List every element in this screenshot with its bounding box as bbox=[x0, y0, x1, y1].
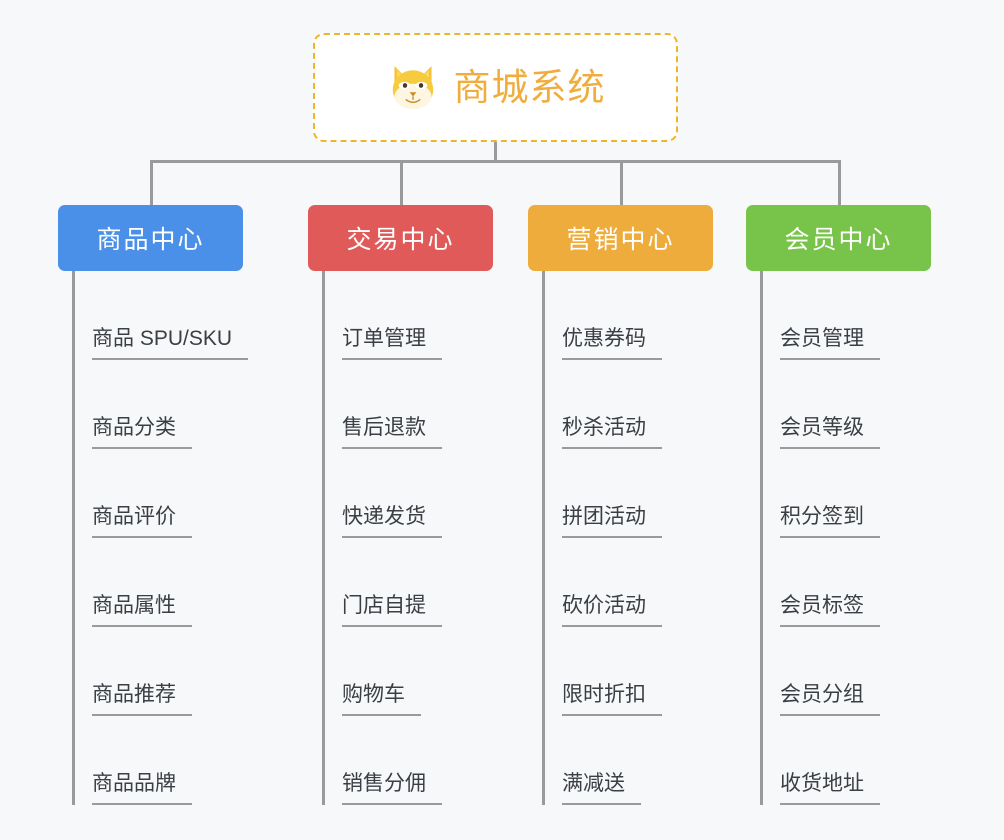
leaf-item[interactable]: 拼团活动 bbox=[545, 449, 772, 538]
leaf-item[interactable]: 商品评价 bbox=[75, 449, 302, 538]
leaf-label: 销售分佣 bbox=[342, 771, 442, 805]
leaf-item[interactable]: 限时折扣 bbox=[545, 627, 772, 716]
connector-drop-branch-4 bbox=[838, 160, 841, 206]
leaf-item[interactable]: 收货地址 bbox=[763, 716, 990, 805]
leaf-label: 售后退款 bbox=[342, 415, 442, 449]
leaf-label: 门店自提 bbox=[342, 593, 442, 627]
leaf-item[interactable]: 满减送 bbox=[545, 716, 772, 805]
leaf-label: 满减送 bbox=[562, 771, 641, 805]
leaf-item[interactable]: 商品分类 bbox=[75, 360, 302, 449]
connector-root-stem bbox=[494, 142, 497, 163]
leaf-item[interactable]: 商品属性 bbox=[75, 538, 302, 627]
leaf-label: 优惠券码 bbox=[562, 326, 662, 360]
branch-header-4[interactable]: 会员中心 bbox=[746, 205, 931, 271]
leaf-label: 商品评价 bbox=[92, 504, 192, 538]
leaf-label: 会员分组 bbox=[780, 682, 880, 716]
root-node-shop-system[interactable]: 商城系统 bbox=[313, 33, 678, 142]
leaf-label: 拼团活动 bbox=[562, 504, 662, 538]
branch-header-3[interactable]: 营销中心 bbox=[528, 205, 713, 271]
root-node-title: 商城系统 bbox=[453, 67, 606, 108]
leaf-item[interactable]: 订单管理 bbox=[325, 271, 552, 360]
leaf-label: 会员等级 bbox=[780, 415, 880, 449]
leaf-label: 商品分类 bbox=[92, 415, 192, 449]
leaf-item[interactable]: 售后退款 bbox=[325, 360, 552, 449]
leaf-item[interactable]: 会员标签 bbox=[763, 538, 990, 627]
branch-header-label: 会员中心 bbox=[784, 226, 893, 254]
leaf-label: 商品属性 bbox=[92, 593, 192, 627]
leaf-label: 砍价活动 bbox=[562, 593, 662, 627]
leaf-item[interactable]: 商品 SPU/SKU bbox=[75, 271, 302, 360]
leaf-label: 积分签到 bbox=[780, 504, 880, 538]
branch-header-2[interactable]: 交易中心 bbox=[308, 205, 493, 271]
leaf-item[interactable]: 商品推荐 bbox=[75, 627, 302, 716]
leaf-label: 商品 SPU/SKU bbox=[92, 326, 249, 360]
branch-column-3: 优惠券码 秒杀活动 拼团活动 砍价活动 限时折扣 满减送 bbox=[542, 271, 772, 805]
leaf-label: 限时折扣 bbox=[562, 682, 662, 716]
leaf-item[interactable]: 砍价活动 bbox=[545, 538, 772, 627]
branch-header-label: 交易中心 bbox=[346, 226, 455, 254]
connector-drop-branch-3 bbox=[620, 160, 623, 206]
leaf-item[interactable]: 快递发货 bbox=[325, 449, 552, 538]
leaf-item[interactable]: 积分签到 bbox=[763, 449, 990, 538]
branch-header-1[interactable]: 商品中心 bbox=[58, 205, 243, 271]
leaf-label: 商品推荐 bbox=[92, 682, 192, 716]
leaf-item[interactable]: 秒杀活动 bbox=[545, 360, 772, 449]
leaf-label: 订单管理 bbox=[342, 326, 442, 360]
branch-column-2: 订单管理 售后退款 快递发货 门店自提 购物车 销售分佣 bbox=[322, 271, 552, 805]
connector-drop-branch-2 bbox=[400, 160, 403, 206]
leaf-item[interactable]: 门店自提 bbox=[325, 538, 552, 627]
branch-column-1: 商品 SPU/SKU 商品分类 商品评价 商品属性 商品推荐 商品品牌 bbox=[72, 271, 302, 805]
shiba-dog-icon bbox=[392, 65, 433, 111]
branch-header-label: 商品中心 bbox=[96, 226, 205, 254]
leaf-item[interactable]: 会员分组 bbox=[763, 627, 990, 716]
leaf-label: 秒杀活动 bbox=[562, 415, 662, 449]
leaf-item[interactable]: 优惠券码 bbox=[545, 271, 772, 360]
leaf-label: 会员标签 bbox=[780, 593, 880, 627]
branch-header-label: 营销中心 bbox=[566, 226, 675, 254]
connector-drop-branch-1 bbox=[150, 160, 153, 206]
leaf-item[interactable]: 会员等级 bbox=[763, 360, 990, 449]
connector-horizontal-bus bbox=[150, 160, 841, 163]
leaf-item[interactable]: 购物车 bbox=[325, 627, 552, 716]
leaf-item[interactable]: 会员管理 bbox=[763, 271, 990, 360]
leaf-item[interactable]: 销售分佣 bbox=[325, 716, 552, 805]
leaf-label: 购物车 bbox=[342, 682, 421, 716]
leaf-label: 收货地址 bbox=[780, 771, 880, 805]
leaf-item[interactable]: 商品品牌 bbox=[75, 716, 302, 805]
leaf-label: 会员管理 bbox=[780, 326, 880, 360]
leaf-label: 快递发货 bbox=[342, 504, 442, 538]
leaf-label: 商品品牌 bbox=[92, 771, 192, 805]
branch-column-4: 会员管理 会员等级 积分签到 会员标签 会员分组 收货地址 bbox=[760, 271, 990, 805]
